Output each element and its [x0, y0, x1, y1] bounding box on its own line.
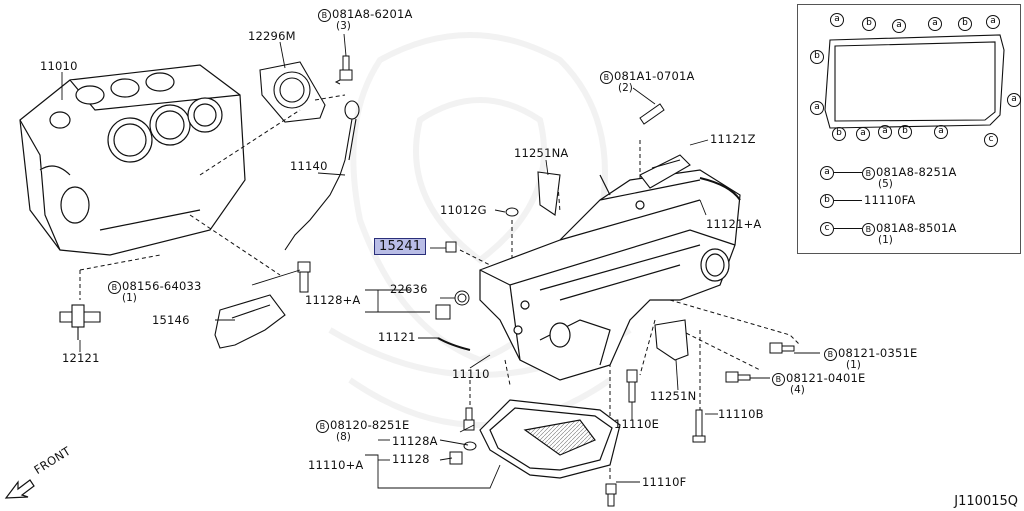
lower-oil-pan [479, 399, 621, 479]
label-11110B: 11110B [718, 407, 764, 421]
bolt-mark-icon: B [772, 373, 785, 386]
legend-b-code: 11110FA [864, 193, 916, 207]
label-22636: 22636 [390, 282, 428, 296]
legend-a-icon: a [820, 166, 834, 180]
label-11110A-group: 11110+A [308, 458, 364, 472]
label-11251N: 11251N [650, 389, 697, 403]
diagram-code: J110015Q [954, 494, 1018, 509]
qty-3: (3) [336, 20, 351, 32]
plug-15241 [445, 241, 457, 253]
marker-a: a [810, 101, 824, 115]
bolt-08120-8251E [463, 407, 475, 431]
upper-oil-pan [479, 169, 741, 381]
label-11012G: 11012G [440, 203, 487, 217]
bolt-mark-icon: B [108, 281, 121, 294]
label-11110E: 11110E [614, 417, 660, 431]
label-11010: 11010 [40, 59, 78, 73]
qty-2: (2) [618, 82, 633, 94]
marker-b: b [862, 17, 876, 31]
qty-4: (4) [790, 384, 805, 396]
label-11140: 11140 [290, 159, 328, 173]
front-direction-arrow [4, 479, 35, 499]
bolt-mark-icon: B [600, 71, 613, 84]
legend-c-icon: c [820, 222, 834, 236]
oil-strainer-11121Z [639, 154, 691, 189]
marker-a: a [986, 15, 1000, 29]
oil-level-sensor-22636 [435, 290, 470, 320]
marker-b: b [832, 127, 846, 141]
qty-1a: (1) [122, 292, 137, 304]
bolt-mark-icon: B [316, 420, 329, 433]
marker-a: a [878, 125, 892, 139]
label-11121Z: 11121Z [710, 132, 756, 146]
marker-a: a [830, 13, 844, 27]
pipe-11121 [437, 337, 471, 351]
bolt-mark-icon: B [824, 348, 837, 361]
bolt-mark-icon: B [862, 223, 875, 236]
label-11251NA: 11251NA [514, 146, 569, 160]
baffle-11251NA [537, 171, 561, 216]
cover-11251N [654, 319, 689, 361]
legend-a-qty: (5) [878, 178, 893, 190]
oil-pan-plug-11012G [505, 207, 519, 217]
cylinder-block [19, 64, 246, 256]
legend-c-qty: (1) [878, 234, 893, 246]
label-leaders [61, 33, 820, 489]
sensor-12121 [59, 304, 101, 340]
legend-b-line [834, 200, 862, 201]
label-11128A-group: 11128+A [305, 293, 361, 307]
label-11128A: 11128A [392, 434, 438, 448]
label-11121: 11121 [378, 330, 416, 344]
rear-oil-seal-retainer [259, 61, 326, 123]
label-15241-highlighted[interactable]: 15241 [374, 238, 427, 255]
marker-c: c [984, 133, 998, 147]
qty-8: (8) [336, 431, 351, 443]
label-12121: 12121 [62, 351, 100, 365]
legend-b-icon: b [820, 194, 834, 208]
qty-1b: (1) [846, 359, 861, 371]
label-11110F: 11110F [642, 475, 687, 489]
marker-a: a [856, 127, 870, 141]
bolt-081A1-0701A [639, 103, 665, 125]
legend-a-line [834, 172, 862, 173]
marker-a: a [1007, 93, 1021, 107]
marker-b: b [958, 17, 972, 31]
bolt-11110B [692, 409, 706, 443]
label-11110: 11110 [452, 367, 490, 381]
bolts-08121 [626, 342, 795, 403]
legend-c-line [834, 228, 862, 229]
marker-a: a [892, 19, 906, 33]
marker-b: b [898, 125, 912, 139]
oil-level-gauge [284, 100, 360, 251]
bracket-15146 [214, 294, 286, 349]
label-11128: 11128 [392, 452, 430, 466]
gasket-11121A [699, 177, 741, 201]
label-11121A: 11121+A [706, 217, 762, 231]
label-12296M: 12296M [248, 29, 296, 43]
bolt-08156-64033 [297, 261, 311, 293]
gasket-legend-drawing [824, 34, 1005, 129]
marker-b: b [810, 50, 824, 64]
marker-a: a [928, 17, 942, 31]
marker-a: a [934, 125, 948, 139]
drain-plug-group [449, 441, 477, 465]
bolt-081A8-6201A [334, 55, 353, 85]
label-15146: 15146 [152, 313, 190, 327]
bolt-mark-icon: B [318, 9, 331, 22]
bolt-mark-icon: B [862, 167, 875, 180]
bolt-11110F [605, 483, 617, 507]
fastener-legend-box [797, 4, 1021, 254]
